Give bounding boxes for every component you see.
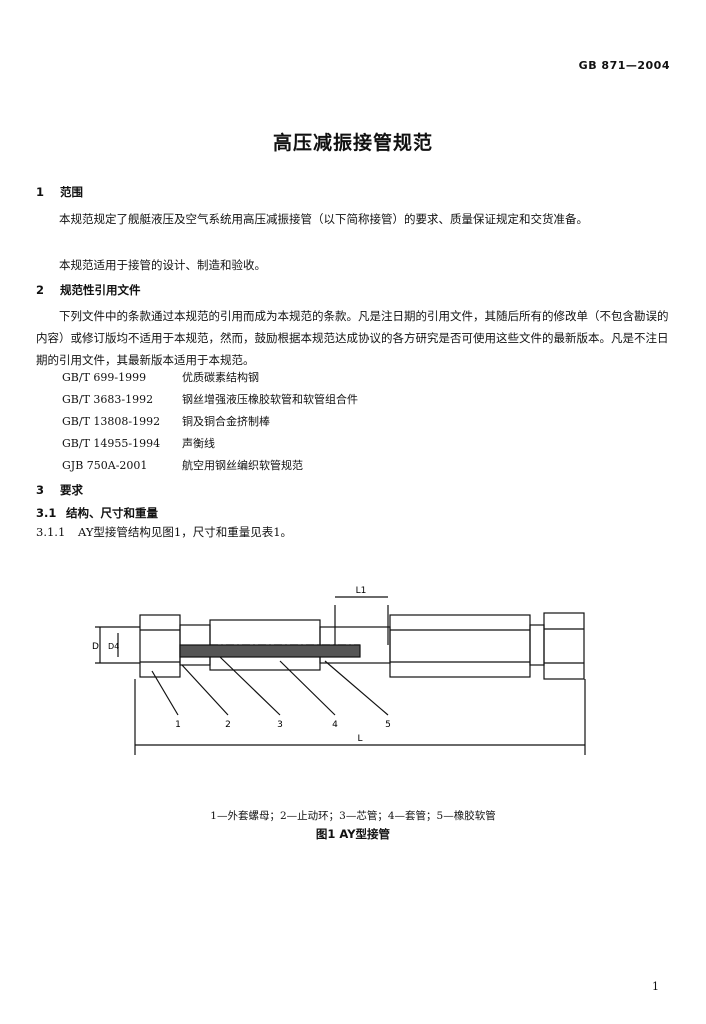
- reference-code: GB/T 14955-1994: [62, 437, 161, 450]
- figure-caption: 1—外套螺母；2—止动环；3—芯管；4—套管；5—橡胶软管: [210, 810, 496, 822]
- standard-code: GB 871—2004: [578, 59, 670, 72]
- clause-number: 3.1.1: [36, 525, 66, 539]
- leader-3: [219, 656, 281, 716]
- section-number: 2: [36, 283, 45, 297]
- callout-5: 5: [385, 720, 391, 730]
- reference-title: 钢丝增强液压橡胶软管和软管组合件: [182, 393, 358, 406]
- page-title: 高压减振接管规范: [272, 132, 433, 154]
- callout-1: 1: [175, 720, 181, 730]
- subsection-3-1-1: 3.1.1 AY型接管结构见图1，尺寸和重量见表1。: [36, 524, 292, 540]
- section-1-heading: 1 范围: [36, 184, 83, 200]
- leader-2: [181, 664, 229, 716]
- section-2-heading: 2 规范性引用文件: [36, 282, 141, 298]
- reference-title: 声衡线: [182, 437, 215, 450]
- page-number: 1: [652, 980, 659, 993]
- subsection-title: 结构、尺寸和重量: [66, 506, 158, 520]
- section-title: 范围: [60, 185, 83, 199]
- reference-item: GB/T 3683-1992 钢丝增强液压橡胶软管和软管组合件: [62, 391, 358, 407]
- section-2-paragraph-1: 下列文件中的条款通过本规范的引用而成为本规范的条款。凡是注日期的引用文件，其随后…: [36, 309, 669, 367]
- reference-item: GJB 750A-2001 航空用钢丝编织软管规范: [62, 457, 303, 473]
- reference-code: GJB 750A-2001: [62, 459, 148, 472]
- reference-code: GB/T 13808-1992: [62, 415, 161, 428]
- reference-code: GB/T 699-1999: [62, 371, 147, 384]
- right-fitting: [529, 624, 545, 666]
- reference-title: 铜及铜合金挤制棒: [182, 415, 270, 428]
- d0-label: D4: [108, 642, 119, 651]
- reference-code: GB/T 3683-1992: [62, 393, 154, 406]
- section-3-heading: 3 要求: [36, 482, 83, 498]
- section-1-paragraph-1: 本规范规定了舰艇液压及空气系统用高压减振接管（以下简称接管）的要求、质量保证规定…: [59, 212, 588, 226]
- reference-title: 航空用钢丝编织软管规范: [182, 459, 303, 472]
- l-label: L: [357, 734, 362, 744]
- leader-5: [324, 660, 389, 716]
- section-number: 3: [36, 483, 45, 497]
- callout-2: 2: [225, 720, 231, 730]
- leader-1: [151, 670, 179, 716]
- section-title: 规范性引用文件: [60, 283, 141, 297]
- figure-title: 图1 AY型接管: [315, 827, 391, 841]
- reference-title: 优质碳素结构钢: [182, 371, 259, 384]
- subsection-number: 3.1: [36, 506, 57, 520]
- hose-assembly-drawing: L1 D D4 L 1 2 3 4 5: [92, 586, 586, 755]
- callout-4: 4: [332, 720, 338, 730]
- reference-item: GB/T 699-1999 优质碳素结构钢: [62, 369, 259, 385]
- section-1-paragraph-2: 本规范适用于接管的设计、制造和验收。: [59, 258, 266, 272]
- leader-4: [279, 660, 336, 716]
- subsection-3-1-heading: 3.1 结构、尺寸和重量: [36, 505, 158, 521]
- reference-item: GB/T 13808-1992 铜及铜合金挤制棒: [62, 413, 270, 429]
- l1-label: L1: [356, 586, 367, 596]
- d-label: D: [92, 642, 99, 652]
- clause-text: AY型接管结构见图1，尺寸和重量见表1。: [78, 525, 293, 539]
- right-nut: [543, 612, 585, 680]
- reference-item: GB/T 14955-1994 声衡线: [62, 435, 215, 451]
- callout-3: 3: [277, 720, 283, 730]
- section-title: 要求: [60, 483, 83, 497]
- section-number: 1: [36, 185, 45, 199]
- left-nut: [139, 614, 181, 678]
- right-hose-sleeve: [389, 614, 531, 678]
- cutaway-core: [179, 644, 361, 658]
